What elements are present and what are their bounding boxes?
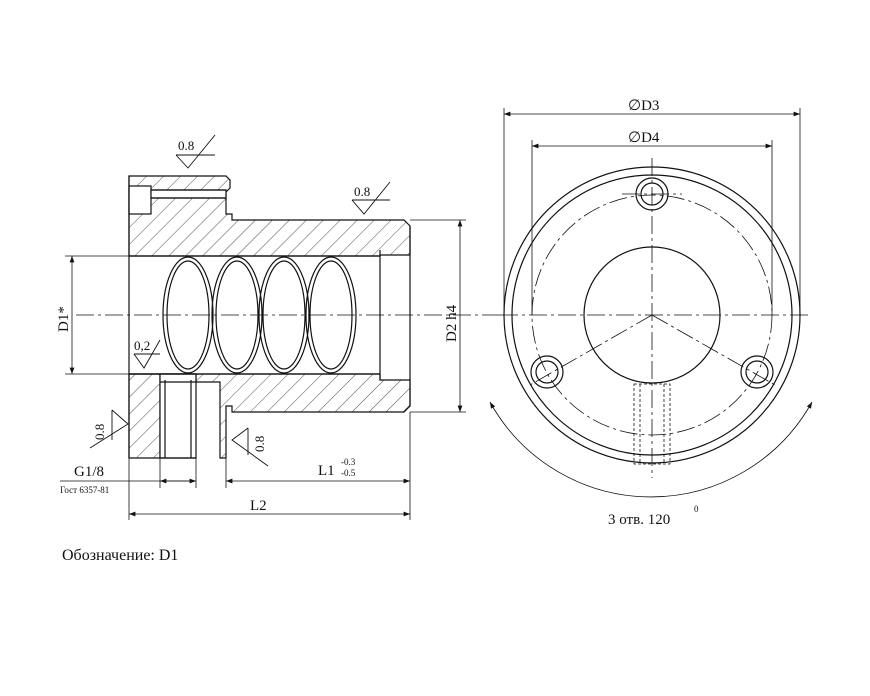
label-l1-tol-upper: -0.3 — [341, 457, 356, 467]
roughness-label-4: 0.8 — [92, 424, 107, 440]
label-d4: ∅D4 — [628, 130, 660, 146]
roughness-label-1: 0.8 — [178, 138, 194, 153]
designation: Обозначение: D1 — [62, 547, 178, 564]
label-g-standard: Гост 6357-81 — [60, 485, 109, 495]
label-d3: ∅D3 — [628, 98, 659, 114]
label-d2: D2 h4 — [444, 304, 460, 342]
roughness-symbol-4 — [89, 409, 129, 449]
bolt-hole-right — [740, 355, 774, 389]
labels: ∅D3 ∅D4 D1* D2 h4 G1/8 Гост 6357-81 L1 -… — [56, 98, 699, 564]
roughness-symbol-3 — [133, 339, 161, 369]
roughness-label-2: 0.8 — [354, 184, 370, 199]
roughness-symbol-5 — [231, 427, 269, 467]
lower-wall-hatch — [129, 373, 411, 459]
roughness-symbol-2 — [351, 181, 391, 215]
label-holes-degree: 0 — [694, 504, 699, 514]
label-d1: D1* — [56, 306, 72, 332]
label-l1-tol-lower: -0.5 — [341, 468, 356, 478]
roughness-label-5: 0.8 — [252, 436, 267, 452]
bolt-hole-left — [530, 355, 564, 389]
label-l1: L1 — [318, 463, 335, 479]
label-holes: 3 отв. 120 — [608, 512, 670, 528]
label-l2: L2 — [250, 498, 267, 514]
threaded-port — [159, 373, 197, 459]
front-view — [489, 108, 813, 498]
label-g: G1/8 — [74, 464, 104, 480]
angle-arc — [489, 401, 813, 498]
section-view — [60, 134, 500, 520]
roughness-symbol-1 — [175, 134, 216, 169]
roughness-label-3: 0,2 — [134, 338, 150, 353]
flange-top-hole — [128, 185, 152, 215]
